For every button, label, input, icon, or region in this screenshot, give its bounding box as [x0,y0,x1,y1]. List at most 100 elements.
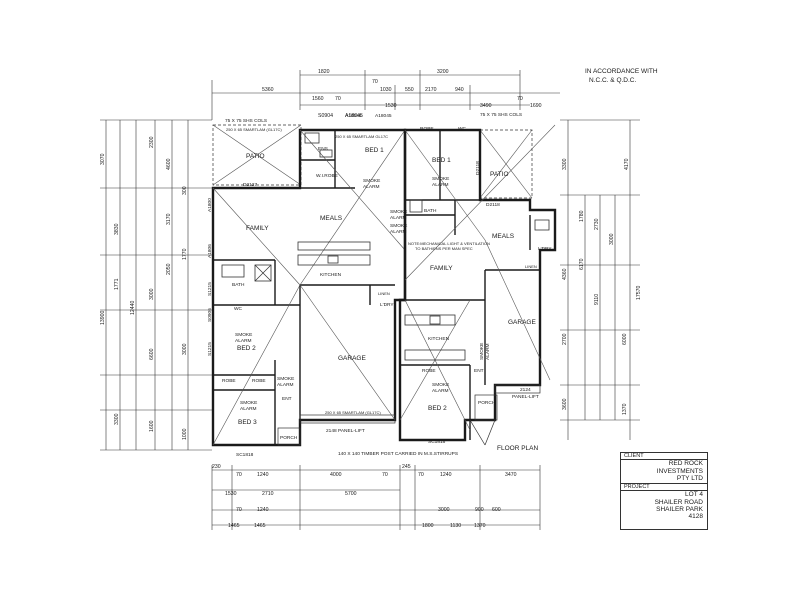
dim-right-4: 4360 [562,268,568,280]
dim-left-16: 1770 [182,248,188,260]
dim-right-9: 3000 [609,233,615,245]
dim-right-3: 17570 [636,285,642,300]
label-smoke2b-right: ALARM [390,215,407,221]
dim-top-11: 1530 [385,103,397,109]
garage-door-right [494,384,541,394]
project-label: PROJECT [621,482,707,492]
compliance-line-1: IN ACCORDANCE WITH [585,68,658,75]
opening-a1806: A1806 [207,244,213,258]
dim-bottom-4-2: 1465 [254,523,266,529]
note-beam-bed1-left: 250 X 65 SMARTLAM GL17C [335,134,388,139]
opening-panel-lift-right-num: 2124 [520,387,531,393]
dim-top-13: 70 [517,96,523,102]
opening-s1215-b: S1215 [207,342,213,356]
project-line-1: LOT 4 [685,491,703,499]
laundry-tub-right [534,219,550,231]
client-line-2: INVESTMENTS [656,467,703,475]
label-meals-right: MEALS [492,233,515,240]
shower-left [254,264,272,282]
dim-top-10: 70 [335,96,341,102]
client-line-3: PTY LTD [676,475,703,483]
dim-right-5: 6170 [579,258,585,270]
opening-s0906: S0906 [207,308,213,322]
label-wc-left: WC [234,306,243,312]
note-beam-patio-left: 250 X 65 SMARTLAM (GL17C) [226,127,282,132]
label-smoke3-right: SMOKE [479,343,485,360]
dim-bottom-1-9: 3470 [505,472,517,478]
sink-right [429,315,441,325]
label-bath-right: BATH [424,208,437,214]
label-patio-right: PATIO [490,171,509,178]
project-line-2: SHAILER ROAD [654,498,703,506]
opening-s0904: S0904 [318,113,333,119]
label-smoke1b-left: ALARM [363,184,380,190]
dim-top-7: 2170 [425,87,437,93]
dim-right-13: 1370 [622,403,628,415]
dim-left-15: 300 [182,186,188,195]
dim-top-1: 1820 [318,69,330,75]
dim-left-12: 3170 [166,213,172,225]
opening-s1215-a: S1215 [207,282,213,296]
right-dimensions: 3300 4170 17570 4360 6170 9110 6000 2700… [560,119,642,440]
porch-right-area [474,394,498,421]
ensuite-vanity-left [319,149,333,158]
dim-bottom-1-8: 1240 [440,472,452,478]
label-garage-right: GARAGE [508,319,536,326]
note-beam-garage-left: 250 X 65 SMARTLAM (GL17C) [325,410,381,415]
dim-bottom-2-1: 1530 [225,491,237,497]
label-wc-right: WC [458,126,467,132]
label-smoke4b-right: ALARM [432,388,449,394]
bottom-dimensions: 230 70 1240 4000 70 245 70 1240 3470 153… [211,464,541,530]
dim-top-6: 550 [405,87,414,93]
right-dwelling [398,124,557,446]
label-smoke2-left: SMOKE [390,223,407,229]
opening-panel-lift-left: 2148 PANEL-LIFT [326,428,365,434]
label-ldry-right: L'DRY [538,246,552,252]
dim-bottom-1-5: 70 [382,472,388,478]
dim-bottom-1-4: 4000 [330,472,342,478]
dim-top-4: 70 [372,79,378,85]
note-timber-post: 140 X 140 TIMBER POST CARRIED IN M.S.STI… [338,451,458,457]
label-smoke2b-left: ALARM [390,229,407,235]
garage-door-left [299,414,396,424]
label-meals-left: MEALS [320,215,343,222]
label-ldry-left: L'DRY [380,302,394,308]
left-room-labels: PATIO ENS BED 1 W.I.ROBE SMOKE ALARM FAM… [222,146,407,441]
dim-top-8: 940 [455,87,464,93]
left-dimensions: 3070 13900 3830 1771 3300 12440 6600 300… [100,119,212,451]
dim-left-17: 1000 [182,428,188,440]
dim-right-1: 3300 [562,158,568,170]
label-smoke3-left: SMOKE [235,332,252,338]
opening-labels: D2127 D2118 D2118 A1800 A1806 S1215 S121… [207,112,539,458]
dim-bottom-1-3: 1240 [257,472,269,478]
client-label: CLIENT [621,453,707,461]
label-family-left: FAMILY [246,225,269,232]
shower-right [409,199,423,213]
dim-left-3: 3830 [114,223,120,235]
dim-top-9: 1560 [312,96,324,102]
dim-right-6: 9110 [594,294,600,305]
dim-top-12: 3490 [480,103,492,109]
dim-bottom-4-4: 1130 [450,523,461,529]
dim-bottom-1-1: 230 [212,464,221,470]
label-kitchen-right: KITCHEN [428,336,450,342]
dim-right-12: 2730 [594,218,600,230]
ensuite-shower-left [304,132,320,144]
dim-bottom-2-3: 5700 [345,491,357,497]
label-smoke1b-right: ALARM [432,182,449,188]
compliance-line-2: N.C.C. & Q.D.C. [589,76,637,84]
dim-left-6: 12440 [130,300,136,315]
client-line-1: RED ROCK [668,460,703,468]
dim-bottom-3-5: 600 [492,507,501,513]
label-bed1-right: BED 1 [432,157,451,164]
left-outer-walls [211,128,407,447]
opening-d2118-bed: D2118 [475,161,481,175]
kitchen-bench-right [404,349,466,361]
dim-top-3: 5360 [262,87,274,93]
dim-right-10: 3600 [562,398,568,410]
opening-sc1818-right: SC1818 [428,439,446,445]
label-robe-b-right: ROBE [422,368,436,374]
label-garage-left: GARAGE [338,355,366,362]
label-smoke3b-left: ALARM [235,338,252,344]
